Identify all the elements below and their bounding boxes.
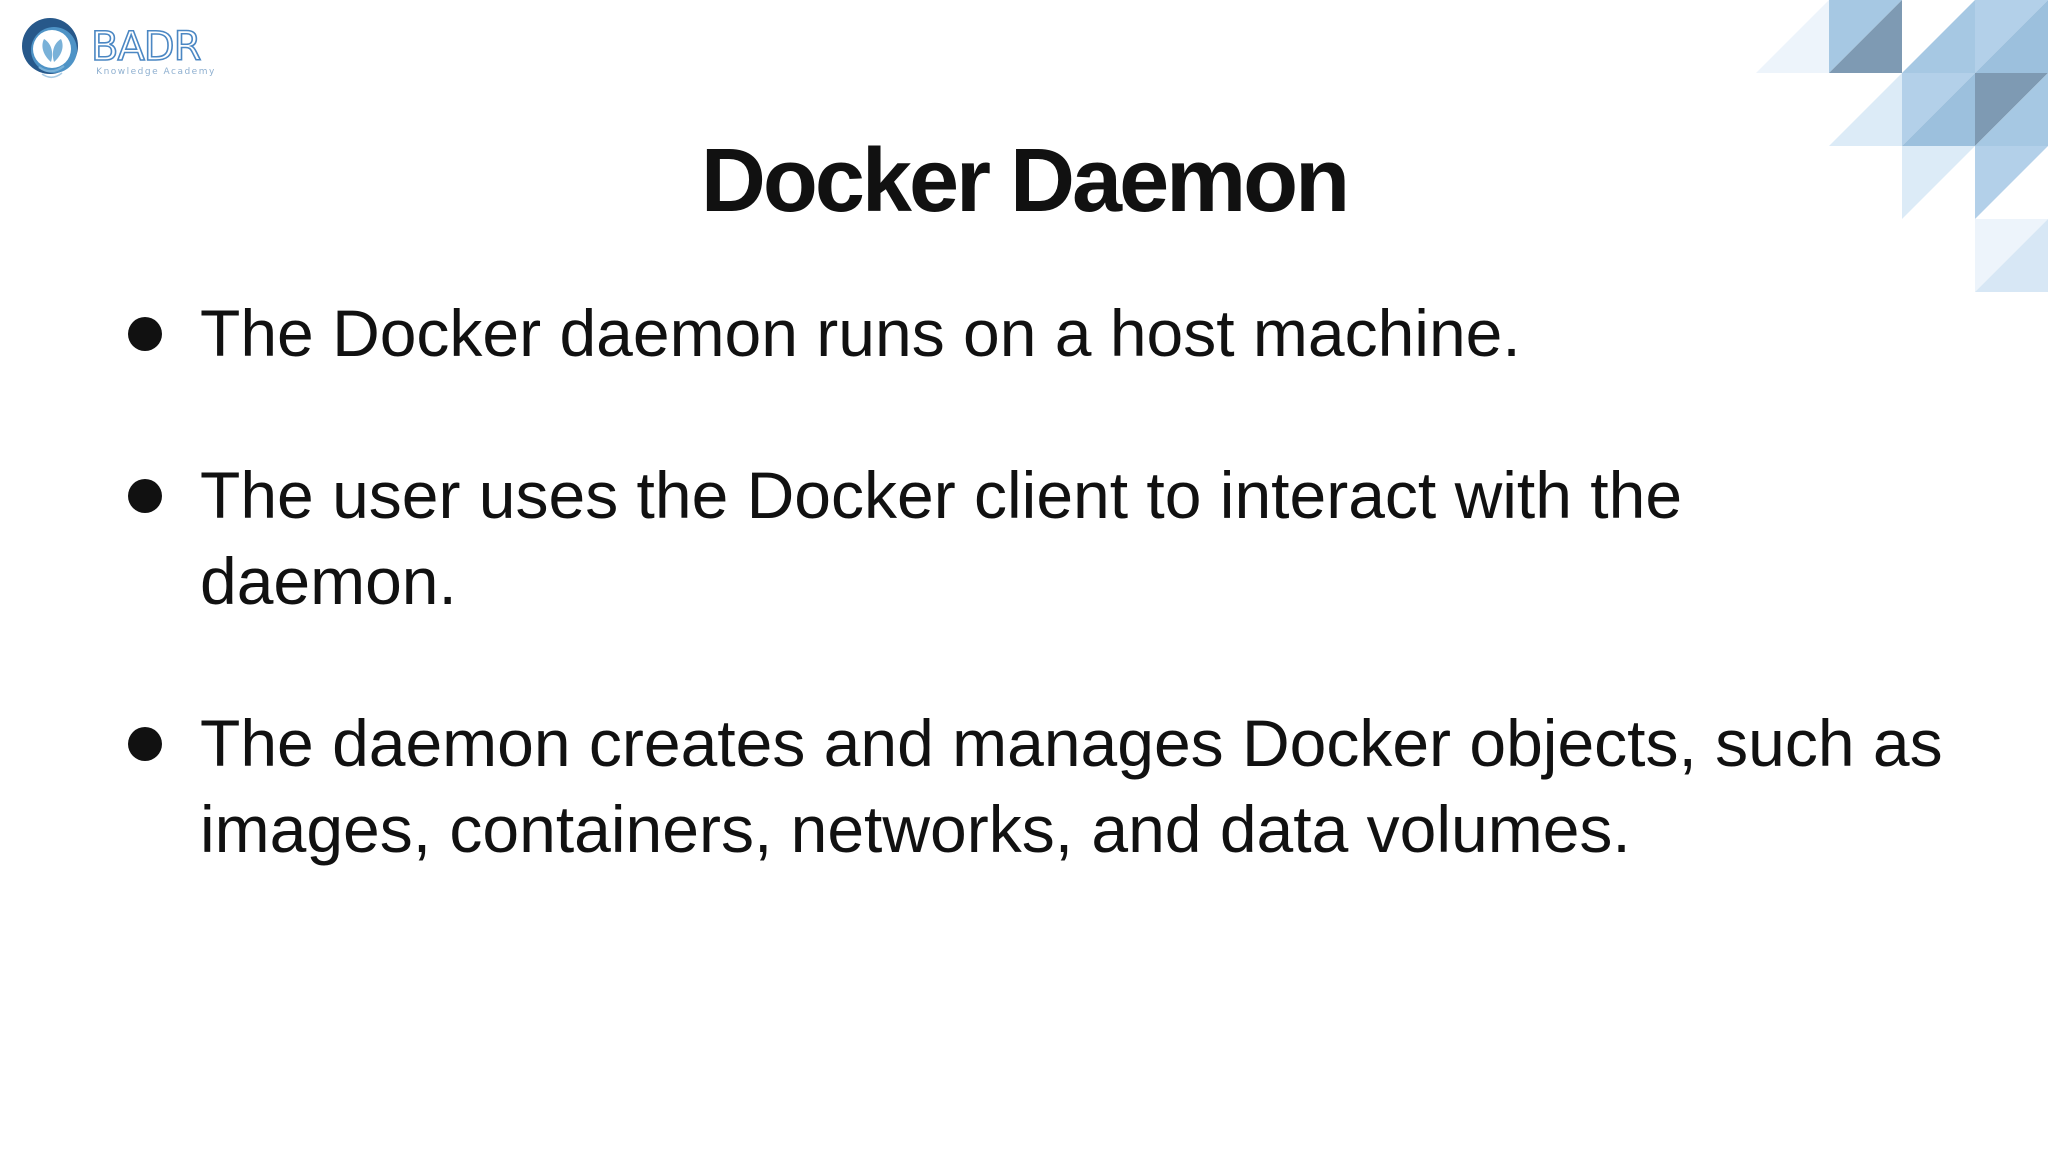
triangle [1902, 73, 1975, 146]
triangle [1975, 219, 2048, 292]
bullet-dot-icon [128, 727, 162, 761]
triangle [1902, 0, 1975, 73]
bullet-item: The user uses the Docker client to inter… [128, 452, 1950, 624]
triangle [1829, 0, 1902, 73]
bullet-item: The Docker daemon runs on a host machine… [128, 290, 1950, 376]
triangle [1975, 73, 2048, 146]
bullet-dot-icon [128, 479, 162, 513]
bullet-text: The daemon creates and manages Docker ob… [200, 706, 1943, 866]
bullet-dot-icon [128, 317, 162, 351]
bullet-list: The Docker daemon runs on a host machine… [128, 290, 1950, 948]
bullet-text: The user uses the Docker client to inter… [200, 458, 1683, 618]
slide-title: Docker Daemon [700, 131, 1350, 231]
badr-logo-graphic: BADR Knowledge Academy [22, 18, 216, 79]
bullet-text: The Docker daemon runs on a host machine… [200, 296, 1521, 370]
triangle [1902, 146, 1975, 219]
badr-logo: BADR Knowledge Academy [18, 8, 228, 86]
triangle [1829, 73, 1902, 146]
triangle [1756, 0, 1829, 73]
logo-wordmark: BADR [91, 24, 201, 70]
triangle-mosaic-decoration [1756, 0, 2048, 292]
bullet-item: The daemon creates and manages Docker ob… [128, 700, 1950, 872]
triangle [1975, 146, 2048, 219]
logo-tagline: Knowledge Academy [96, 67, 216, 77]
badr-emblem-icon [22, 18, 78, 79]
triangle [1975, 0, 2048, 73]
